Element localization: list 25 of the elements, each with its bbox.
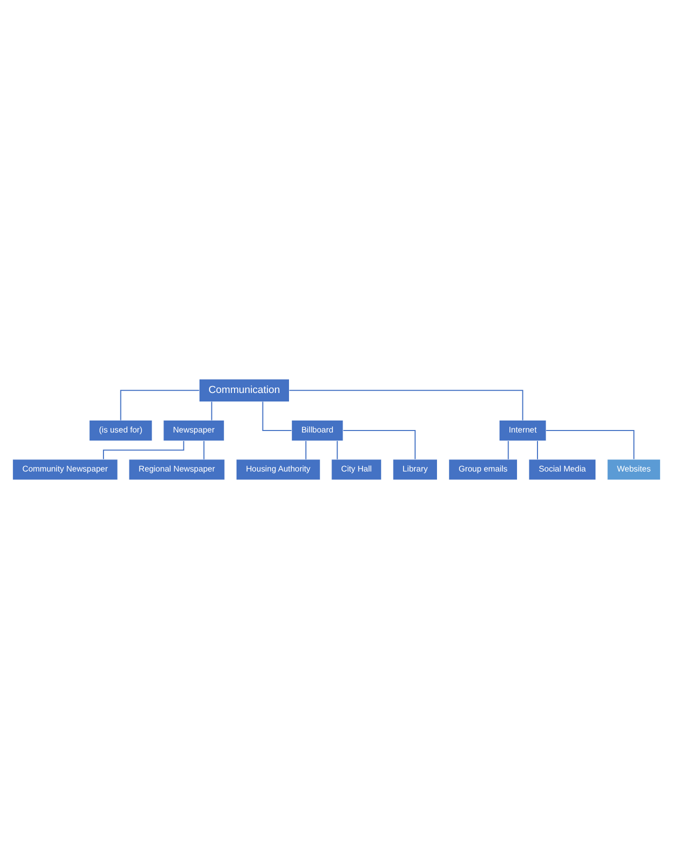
node-box: Social Media bbox=[528, 458, 596, 480]
connector bbox=[102, 440, 184, 459]
connector bbox=[536, 440, 538, 459]
node-box: Websites bbox=[607, 458, 661, 480]
connector bbox=[343, 430, 416, 459]
node-box: Library bbox=[392, 458, 438, 480]
connector bbox=[203, 440, 204, 459]
node-box: (is used for) bbox=[89, 419, 152, 441]
connector bbox=[336, 440, 338, 459]
connector bbox=[508, 440, 509, 459]
node-box: Group emails bbox=[448, 458, 518, 480]
connector bbox=[211, 401, 212, 420]
connector bbox=[289, 389, 524, 420]
node-box: Regional Newspaper bbox=[128, 458, 225, 480]
node-box: Newspaper bbox=[163, 419, 224, 441]
connector bbox=[262, 401, 292, 431]
connector bbox=[120, 389, 200, 420]
node-box: Internet bbox=[499, 419, 546, 441]
connector bbox=[305, 440, 306, 459]
node-box: Billboard bbox=[291, 419, 344, 441]
node-box: Communication bbox=[198, 378, 290, 402]
node-box: Community Newspaper bbox=[12, 458, 118, 480]
node-box: City Hall bbox=[331, 458, 382, 480]
connector bbox=[546, 430, 634, 459]
node-box: Housing Authority bbox=[236, 458, 320, 480]
